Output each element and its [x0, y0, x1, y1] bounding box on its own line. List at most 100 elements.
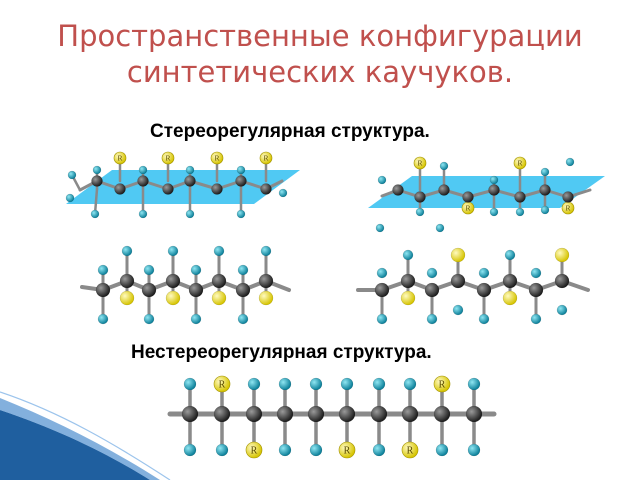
hydrogen-atom: [190, 313, 202, 325]
substituent-r-atom: [245, 441, 263, 459]
carbon-atom: [433, 405, 451, 423]
hydrogen-atom: [540, 205, 550, 215]
hydrogen-atom: [467, 377, 481, 391]
substituent-r-atom: [210, 151, 224, 165]
carbon-atom: [276, 405, 294, 423]
substituent-r-atom: [113, 151, 127, 165]
substituent-r-atom: [161, 151, 175, 165]
substituent-r-label: R: [214, 154, 219, 163]
hydrogen-atom: [439, 161, 449, 171]
carbon-atom: [465, 405, 483, 423]
substituent-r-label: R: [407, 445, 414, 456]
carbon-atom: [307, 405, 325, 423]
carbon-atom: [414, 191, 426, 203]
hydrogen-atom: [167, 245, 179, 257]
hydrogen-atom: [478, 267, 490, 279]
wave-line: [0, 391, 171, 480]
hydrogen-atom: [489, 175, 499, 185]
hydrogen-atom: [309, 443, 323, 457]
substituent-atom: [211, 290, 227, 306]
hydrogen-atom: [260, 245, 272, 257]
hydrogen-atom: [402, 249, 414, 261]
carbon-atom: [184, 175, 196, 187]
hydrogen-atom: [377, 175, 387, 185]
hydrogen-atom: [452, 304, 464, 316]
hydrogen-atom: [97, 313, 109, 325]
hydrogen-atom: [278, 188, 288, 198]
substituent-r-atom: [401, 441, 419, 459]
hydrogen-atom: [213, 245, 225, 257]
carbon-atom: [188, 282, 204, 298]
hydrogen-atom: [403, 377, 417, 391]
hydrogen-atom: [435, 223, 445, 233]
hydrogen-atom: [185, 209, 195, 219]
carbon-atom: [370, 405, 388, 423]
carbon-atom: [211, 273, 227, 289]
carbon-atom: [424, 282, 440, 298]
hydrogen-atom: [515, 207, 525, 217]
hydrogen-atom: [67, 170, 77, 180]
hydrogen-atom: [65, 193, 75, 203]
carbon-atom: [554, 273, 570, 289]
carbon-atom: [514, 191, 526, 203]
hydrogen-atom: [540, 167, 550, 177]
carbon-atom: [528, 282, 544, 298]
wave-shape: [0, 410, 150, 480]
substituent-r-label: R: [251, 445, 258, 456]
carbon-atom: [502, 273, 518, 289]
carbon-atom: [213, 405, 231, 423]
hydrogen-atom: [375, 223, 385, 233]
hydrogen-atom: [467, 443, 481, 457]
carbon-atom: [488, 184, 500, 196]
substituent-r-label: R: [417, 159, 422, 168]
substituent-r-atom: [413, 156, 427, 170]
carbon-atom: [114, 183, 126, 195]
hydrogen-atom: [426, 267, 438, 279]
hydrogen-atom: [237, 313, 249, 325]
substituent-atom: [450, 247, 466, 263]
substituent-r-atom: [338, 441, 356, 459]
wave-highlight: [0, 398, 160, 480]
hydrogen-atom: [372, 377, 386, 391]
substituent-r-label: R: [117, 154, 122, 163]
carbon-atom: [258, 273, 274, 289]
hydrogen-atom: [435, 443, 449, 457]
hydrogen-atom: [530, 267, 542, 279]
carbon-atom: [235, 175, 247, 187]
hydrogen-atom: [340, 377, 354, 391]
carbon-atom: [165, 273, 181, 289]
carbon-atom: [162, 183, 174, 195]
substituent-atom: [554, 247, 570, 263]
hydrogen-atom: [183, 443, 197, 457]
substituent-atom: [400, 290, 416, 306]
hydrogen-atom: [236, 165, 246, 175]
hydrogen-atom: [138, 165, 148, 175]
carbon-atom: [562, 191, 574, 203]
substituent-r-atom: [513, 156, 527, 170]
bond: [93, 187, 99, 216]
carbon-atom: [539, 184, 551, 196]
hydrogen-atom: [426, 313, 438, 325]
hydrogen-atom: [376, 267, 388, 279]
carbon-atom: [260, 183, 272, 195]
carbon-atom: [141, 282, 157, 298]
carbon-atom: [338, 405, 356, 423]
carbon-atom: [95, 282, 111, 298]
carbon-atom: [450, 273, 466, 289]
hydrogen-atom: [143, 313, 155, 325]
decorative-wave: [0, 391, 171, 480]
substituent-r-label: R: [344, 445, 351, 456]
hydrogen-atom: [504, 249, 516, 261]
hydrogen-atom: [530, 313, 542, 325]
substituent-atom: [119, 290, 135, 306]
hydrogen-atom: [121, 245, 133, 257]
hydrogen-atom: [565, 157, 575, 167]
carbon-atom: [476, 282, 492, 298]
substituent-r-label: R: [465, 204, 470, 213]
hydrogen-atom: [143, 264, 155, 276]
hydrogen-atom: [97, 264, 109, 276]
substituent-r-atom: [259, 151, 273, 165]
hydrogen-atom: [415, 207, 425, 217]
hydrogen-atom: [309, 377, 323, 391]
